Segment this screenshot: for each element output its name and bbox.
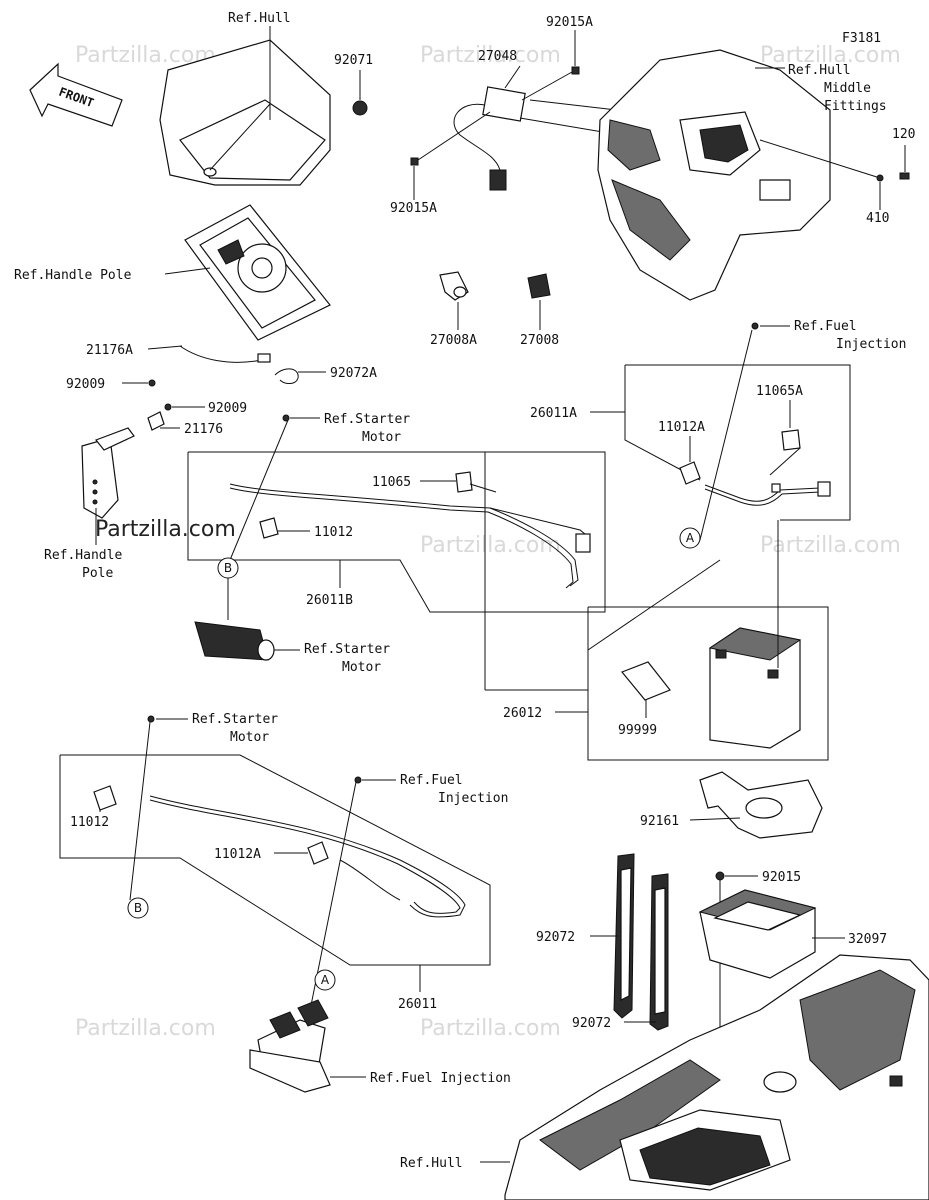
- label-11012a-low: 11012A: [214, 847, 261, 862]
- label-27048: 27048: [478, 49, 517, 64]
- label-21176a: 21176A: [86, 343, 133, 358]
- callout-b: B: [134, 901, 142, 915]
- label-92072-a: 92072: [536, 930, 575, 945]
- label-ref-starter-motor-mid: Motor: [342, 660, 381, 675]
- watermark: Partzilla.com: [420, 533, 561, 558]
- label-ref-starter-motor-top: Ref.Starter: [324, 412, 410, 427]
- label-ref-starter-motor-top: Motor: [362, 430, 401, 445]
- label-11012-low: 11012: [70, 815, 109, 830]
- label-11012a-top: 11012A: [658, 420, 705, 435]
- label-92071: 92071: [334, 53, 373, 68]
- cable-group-26011: Ref.Starter Motor 11012 B Ref.Fuel Injec…: [59, 712, 508, 1061]
- label-ref-hull-middle: Middle: [824, 81, 871, 96]
- label-ref-hull-top: Ref.Hull: [228, 11, 291, 26]
- label-27008a: 27008A: [430, 333, 477, 348]
- watermark: Partzilla.com: [420, 1016, 561, 1041]
- callout-a: A: [321, 973, 330, 987]
- label-99999: 99999: [618, 723, 657, 738]
- label-92009-a: 92009: [66, 377, 105, 392]
- label-26011b: 26011B: [306, 593, 353, 608]
- label-ref-handle-pole-left: Pole: [82, 566, 113, 581]
- label-92015a-bottom: 92015A: [390, 201, 437, 216]
- label-11012-mid: 11012: [314, 525, 353, 540]
- label-ref-fuel-injection-bottom: Ref.Fuel Injection: [370, 1071, 511, 1086]
- label-ref-fuel-injection-low: Ref.Fuel: [400, 773, 463, 788]
- label-92072-b: 92072: [572, 1016, 611, 1031]
- hull-section-top-left: Ref.Hull 92071: [159, 11, 373, 186]
- battery-group-26012: 99999 26012: [484, 452, 829, 761]
- watermark: Partzilla.com: [420, 43, 561, 68]
- hull-bottom: Ref.Hull: [400, 954, 929, 1200]
- label-26011: 26011: [398, 997, 437, 1012]
- label-ref-hull-bottom: Ref.Hull: [400, 1156, 463, 1171]
- label-32097: 32097: [848, 932, 887, 947]
- starter-motor: B Ref.Starter Motor: [194, 557, 390, 675]
- label-21176: 21176: [184, 422, 223, 437]
- label-92015a-top: 92015A: [546, 15, 593, 30]
- figure-code: F3181: [842, 31, 881, 46]
- cable-group-26011a: Ref.Fuel Injection 26011A 11065A 11012A …: [530, 319, 906, 549]
- pad-92161: 92161: [640, 771, 823, 839]
- label-92015: 92015: [762, 870, 801, 885]
- connectors-27008: 27008A 27008: [430, 271, 559, 348]
- handle-pole: Ref.Handle Pole 92009 21176: [44, 401, 247, 581]
- watermark: Partzilla.com: [75, 1016, 216, 1041]
- label-26011a: 26011A: [530, 406, 577, 421]
- label-ref-starter-motor-low: Motor: [230, 730, 269, 745]
- label-120: 120: [892, 127, 915, 142]
- label-27008: 27008: [520, 333, 559, 348]
- label-11065: 11065: [372, 475, 411, 490]
- label-ref-fuel-injection-low: Injection: [438, 791, 508, 806]
- watermark: Partzilla.com: [95, 517, 236, 542]
- label-ref-handle-pole: Ref.Handle Pole: [14, 268, 132, 283]
- label-ref-fuel-injection-top: Injection: [836, 337, 906, 352]
- label-92161: 92161: [640, 814, 679, 829]
- label-ref-starter-motor-low: Ref.Starter: [192, 712, 278, 727]
- label-ref-handle-pole-left: Ref.Handle: [44, 548, 122, 563]
- fuel-injection-relay: Ref.Fuel Injection: [249, 999, 511, 1093]
- callout-b: B: [224, 561, 232, 575]
- callout-a: A: [686, 531, 695, 545]
- straps-92072: 92072 92072: [536, 853, 669, 1031]
- battery-case-32097: 92015 32097: [698, 870, 887, 1170]
- label-ref-fuel-injection-top: Ref.Fuel: [794, 319, 857, 334]
- front-arrow: FRONT: [29, 62, 123, 127]
- label-ref-hull-middle: Fittings: [824, 99, 887, 114]
- label-ref-starter-motor-mid: Ref.Starter: [304, 642, 390, 657]
- label-92072a: 92072A: [330, 366, 377, 381]
- hull-middle-fittings: Ref.Hull Middle Fittings 120 410: [597, 49, 915, 301]
- label-26012: 26012: [503, 706, 542, 721]
- handle-pole-panel: Ref.Handle Pole 21176A 92009 92072A: [14, 204, 377, 392]
- watermark: Partzilla.com: [760, 533, 901, 558]
- label-92009-b: 92009: [208, 401, 247, 416]
- label-410: 410: [866, 211, 889, 226]
- watermark: Partzilla.com: [760, 43, 901, 68]
- label-11065a: 11065A: [756, 384, 803, 399]
- label-ref-hull-middle: Ref.Hull: [788, 63, 851, 78]
- cable-group-26011b: Ref.Starter Motor 11065 11012 26011B: [187, 412, 606, 613]
